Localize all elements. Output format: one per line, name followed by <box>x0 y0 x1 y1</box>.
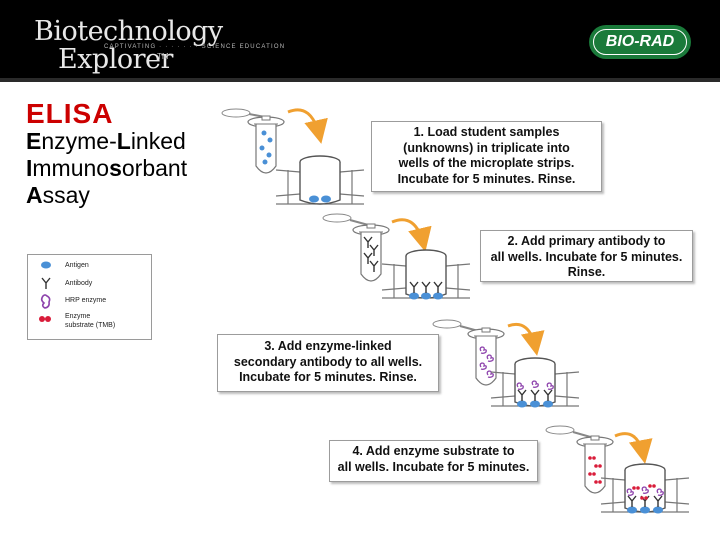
legend-box <box>27 254 152 340</box>
step-2-arrow-icon <box>391 218 432 252</box>
brand-trademark: TM <box>157 52 169 61</box>
legend-substrate-icon <box>39 316 51 322</box>
legend-substrate-label-2: substrate (TMB) <box>65 322 116 329</box>
legend-antibody-icon <box>41 277 51 290</box>
legend-hrp-label: HRP enzyme <box>65 297 107 304</box>
step-1-tube-icon <box>247 115 285 174</box>
biorad-logo-ring <box>593 29 687 55</box>
step-4-tube-icon <box>576 435 614 494</box>
step-3-box <box>217 334 439 392</box>
elisa-acronym: ELISA <box>26 98 114 129</box>
step-4-well-icon <box>600 463 690 514</box>
biorad-logo-text: BIO-RAD <box>605 33 675 50</box>
legend-substrate-label-1: Enzyme <box>65 313 91 320</box>
step-2-well-icon <box>381 249 471 300</box>
title-line-1: Enzyme-Linked <box>26 128 186 154</box>
legend-antigen-icon <box>41 261 51 269</box>
step-4-box <box>329 440 538 482</box>
step-3-tube-icon <box>467 327 505 386</box>
step-4-text: 4. Add enzyme substrate to all wells. In… <box>337 444 530 474</box>
title-line-3: Assay <box>26 182 90 208</box>
brand-line-2: Explorer <box>58 44 173 75</box>
legend-hrp-icon <box>40 294 51 309</box>
step-1-arrow-icon <box>287 108 328 144</box>
step-2-tube-icon <box>352 223 390 282</box>
step-2-pipette-icon <box>322 213 373 227</box>
header-divider <box>0 78 720 82</box>
step-4-pipette-icon <box>545 425 595 439</box>
title-line-2: Immunosorbant <box>26 155 188 181</box>
brand-line-1: Biotechnology <box>34 16 223 47</box>
step-4-arrow-icon <box>614 432 653 464</box>
step-1-text: 1. Load student samples (unknowns) in tr… <box>397 125 576 186</box>
legend-antibody-label: Antibody <box>65 280 93 287</box>
step-3-arrow-icon <box>507 323 545 356</box>
step-1-box <box>371 121 602 192</box>
step-2-box <box>480 230 693 282</box>
step-2-text: 2. Add primary antibody to all wells. In… <box>490 234 683 279</box>
step-3-pipette-icon <box>432 319 483 333</box>
brand-tagline: CAPTIVATING · · · · · · · SCIENCE EDUCAT… <box>104 44 286 50</box>
legend-antigen-label: Antigen <box>65 262 89 269</box>
step-3-text: 3. Add enzyme-linked secondary antibody … <box>233 339 423 384</box>
step-3-well-icon <box>490 357 580 408</box>
step-1-well-icon <box>275 155 365 205</box>
